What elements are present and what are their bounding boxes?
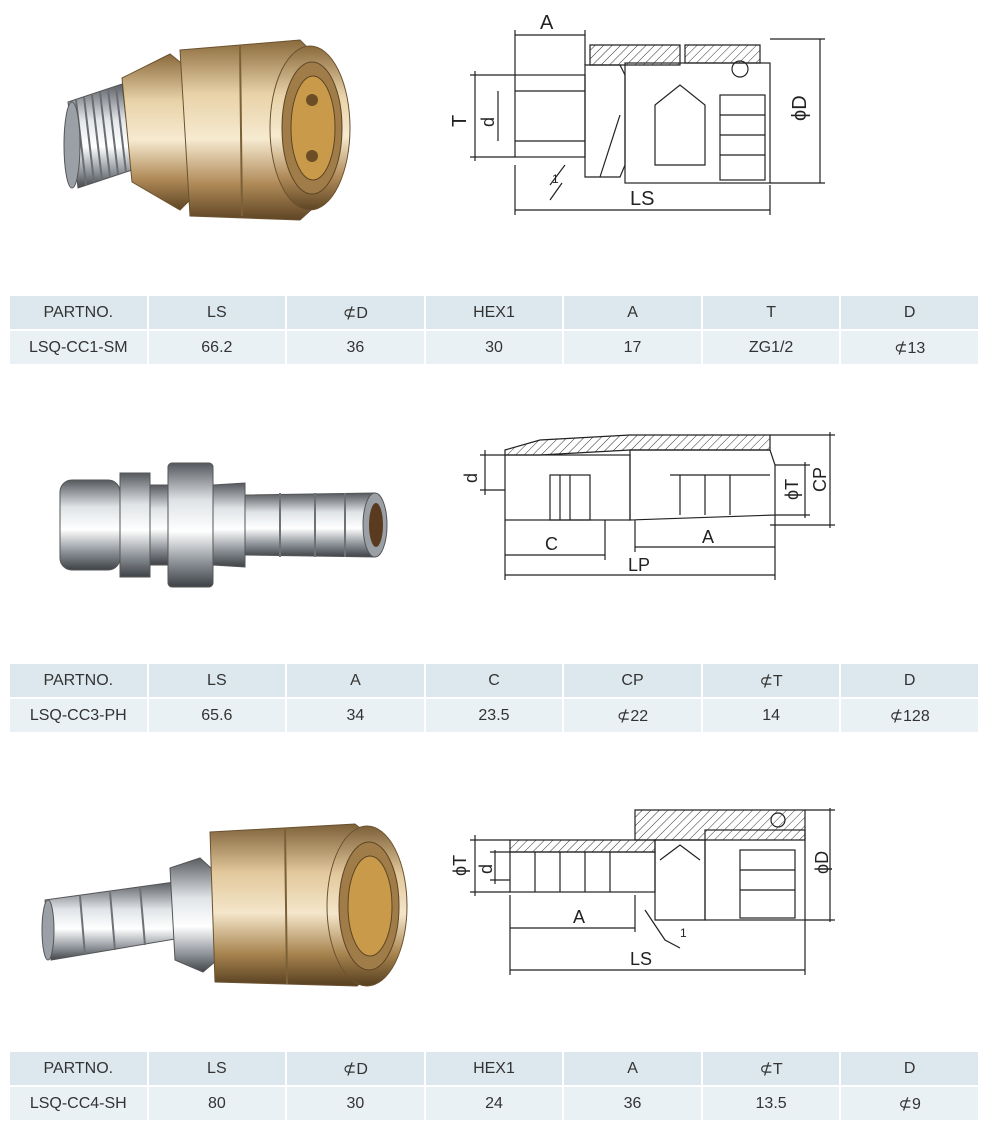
spec-table-3: PARTNO. LS ⊄D HEX1 A ⊄T D LSQ-CC4-SH 80 … — [8, 1050, 980, 1122]
dim-label-C: C — [545, 534, 558, 554]
dim-label-A: A — [573, 907, 585, 927]
product-section-1: A T d ϕD LS 1 PARTNO. LS ⊄D HEX1 A T D L… — [0, 0, 1000, 375]
dim-label-d: d — [478, 117, 498, 127]
table-cell: 66.2 — [148, 331, 286, 364]
table-cell: ⊄9 — [841, 1087, 978, 1120]
table-cell: ⊄128 — [841, 699, 978, 732]
table-header-cell: LS — [148, 1052, 286, 1085]
dim-label-T: ϕT — [782, 479, 802, 500]
table-cell: 14 — [702, 699, 840, 732]
table-cell: 36 — [287, 331, 424, 364]
table-header-cell: LS — [148, 664, 286, 697]
table-header-cell: D — [841, 296, 978, 329]
table-header-cell: CP — [564, 664, 701, 697]
spec-table-1: PARTNO. LS ⊄D HEX1 A T D LSQ-CC1-SM 66.2… — [8, 294, 980, 366]
spec-table-2: PARTNO. LS A C CP ⊄T D LSQ-CC3-PH 65.6 3… — [8, 662, 980, 734]
table-header-cell: T — [702, 296, 840, 329]
table-cell: 30 — [287, 1087, 424, 1120]
table-header-cell: D — [841, 664, 978, 697]
table-cell: 65.6 — [148, 699, 286, 732]
table-row: LSQ-CC4-SH 80 30 24 36 13.5 ⊄9 — [10, 1087, 978, 1120]
table-row: LSQ-CC1-SM 66.2 36 30 17 ZG1/2 ⊄13 — [10, 331, 978, 364]
table-cell: 23.5 — [425, 699, 563, 732]
table-cell: 36 — [564, 1087, 701, 1120]
table-cell: 30 — [425, 331, 563, 364]
table-header-cell: ⊄D — [287, 1052, 424, 1085]
table-header-cell: ⊄T — [702, 664, 840, 697]
table-header-row: PARTNO. LS A C CP ⊄T D — [10, 664, 978, 697]
table-header-cell: PARTNO. — [10, 296, 147, 329]
dim-label-d: d — [476, 864, 496, 874]
table-header-cell: ⊄T — [702, 1052, 840, 1085]
table-header-cell: A — [287, 664, 424, 697]
table-cell: 80 — [148, 1087, 286, 1120]
dim-label-CP: CP — [810, 467, 830, 492]
table-header-cell: HEX1 — [425, 1052, 563, 1085]
table-cell: ⊄13 — [841, 331, 978, 364]
product-photo-1 — [63, 39, 351, 221]
table-cell: LSQ-CC3-PH — [10, 699, 147, 732]
table-header-cell: C — [425, 664, 563, 697]
table-header-row: PARTNO. LS ⊄D HEX1 A ⊄T D — [10, 1052, 978, 1085]
dim-label-LP: LP — [628, 555, 650, 575]
table-cell: 17 — [564, 331, 701, 364]
technical-drawing-2: d ϕT CP C A LP — [461, 432, 835, 580]
table-header-cell: PARTNO. — [10, 1052, 147, 1085]
technical-drawing-1: A T d ϕD LS 1 — [449, 12, 825, 215]
dim-label-LS: LS — [630, 949, 652, 969]
dim-label-T: T — [449, 115, 471, 127]
dim-label-d: d — [461, 473, 481, 483]
table-cell: ⊄22 — [564, 699, 701, 732]
table-header-row: PARTNO. LS ⊄D HEX1 A T D — [10, 296, 978, 329]
product-section-2: d ϕT CP C A LP PARTNO. LS A C CP ⊄T D LS… — [0, 375, 1000, 745]
table-row: LSQ-CC3-PH 65.6 34 23.5 ⊄22 14 ⊄128 — [10, 699, 978, 732]
dim-label-A: A — [540, 12, 554, 34]
table-cell: 13.5 — [702, 1087, 840, 1120]
table-header-cell: HEX1 — [425, 296, 563, 329]
table-cell: LSQ-CC4-SH — [10, 1087, 147, 1120]
dim-label-A: A — [702, 527, 714, 547]
thread-stub — [63, 83, 133, 189]
dim-label-D: ϕD — [812, 851, 832, 874]
table-header-cell: A — [564, 296, 701, 329]
dim-label-D: ϕD — [789, 95, 811, 121]
table-cell: LSQ-CC1-SM — [10, 331, 147, 364]
product-photo-3 — [41, 823, 408, 987]
dim-label-LS: LS — [630, 188, 654, 210]
table-cell: 34 — [287, 699, 424, 732]
table-cell: ZG1/2 — [702, 331, 840, 364]
technical-drawing-3: ϕT d ϕD A LS 1 — [450, 808, 835, 975]
table-header-cell: D — [841, 1052, 978, 1085]
dim-label-1: 1 — [552, 172, 559, 186]
table-header-cell: PARTNO. — [10, 664, 147, 697]
dim-label-1: 1 — [680, 926, 687, 940]
table-header-cell: LS — [148, 296, 286, 329]
product-section-3: ϕT d ϕD A LS 1 PARTNO. LS ⊄D HEX1 A ⊄T D… — [0, 745, 1000, 1142]
dim-label-T: ϕT — [450, 855, 470, 876]
table-header-cell: A — [564, 1052, 701, 1085]
product-photo-2 — [59, 462, 388, 588]
table-header-cell: ⊄D — [287, 296, 424, 329]
table-cell: 24 — [425, 1087, 563, 1120]
